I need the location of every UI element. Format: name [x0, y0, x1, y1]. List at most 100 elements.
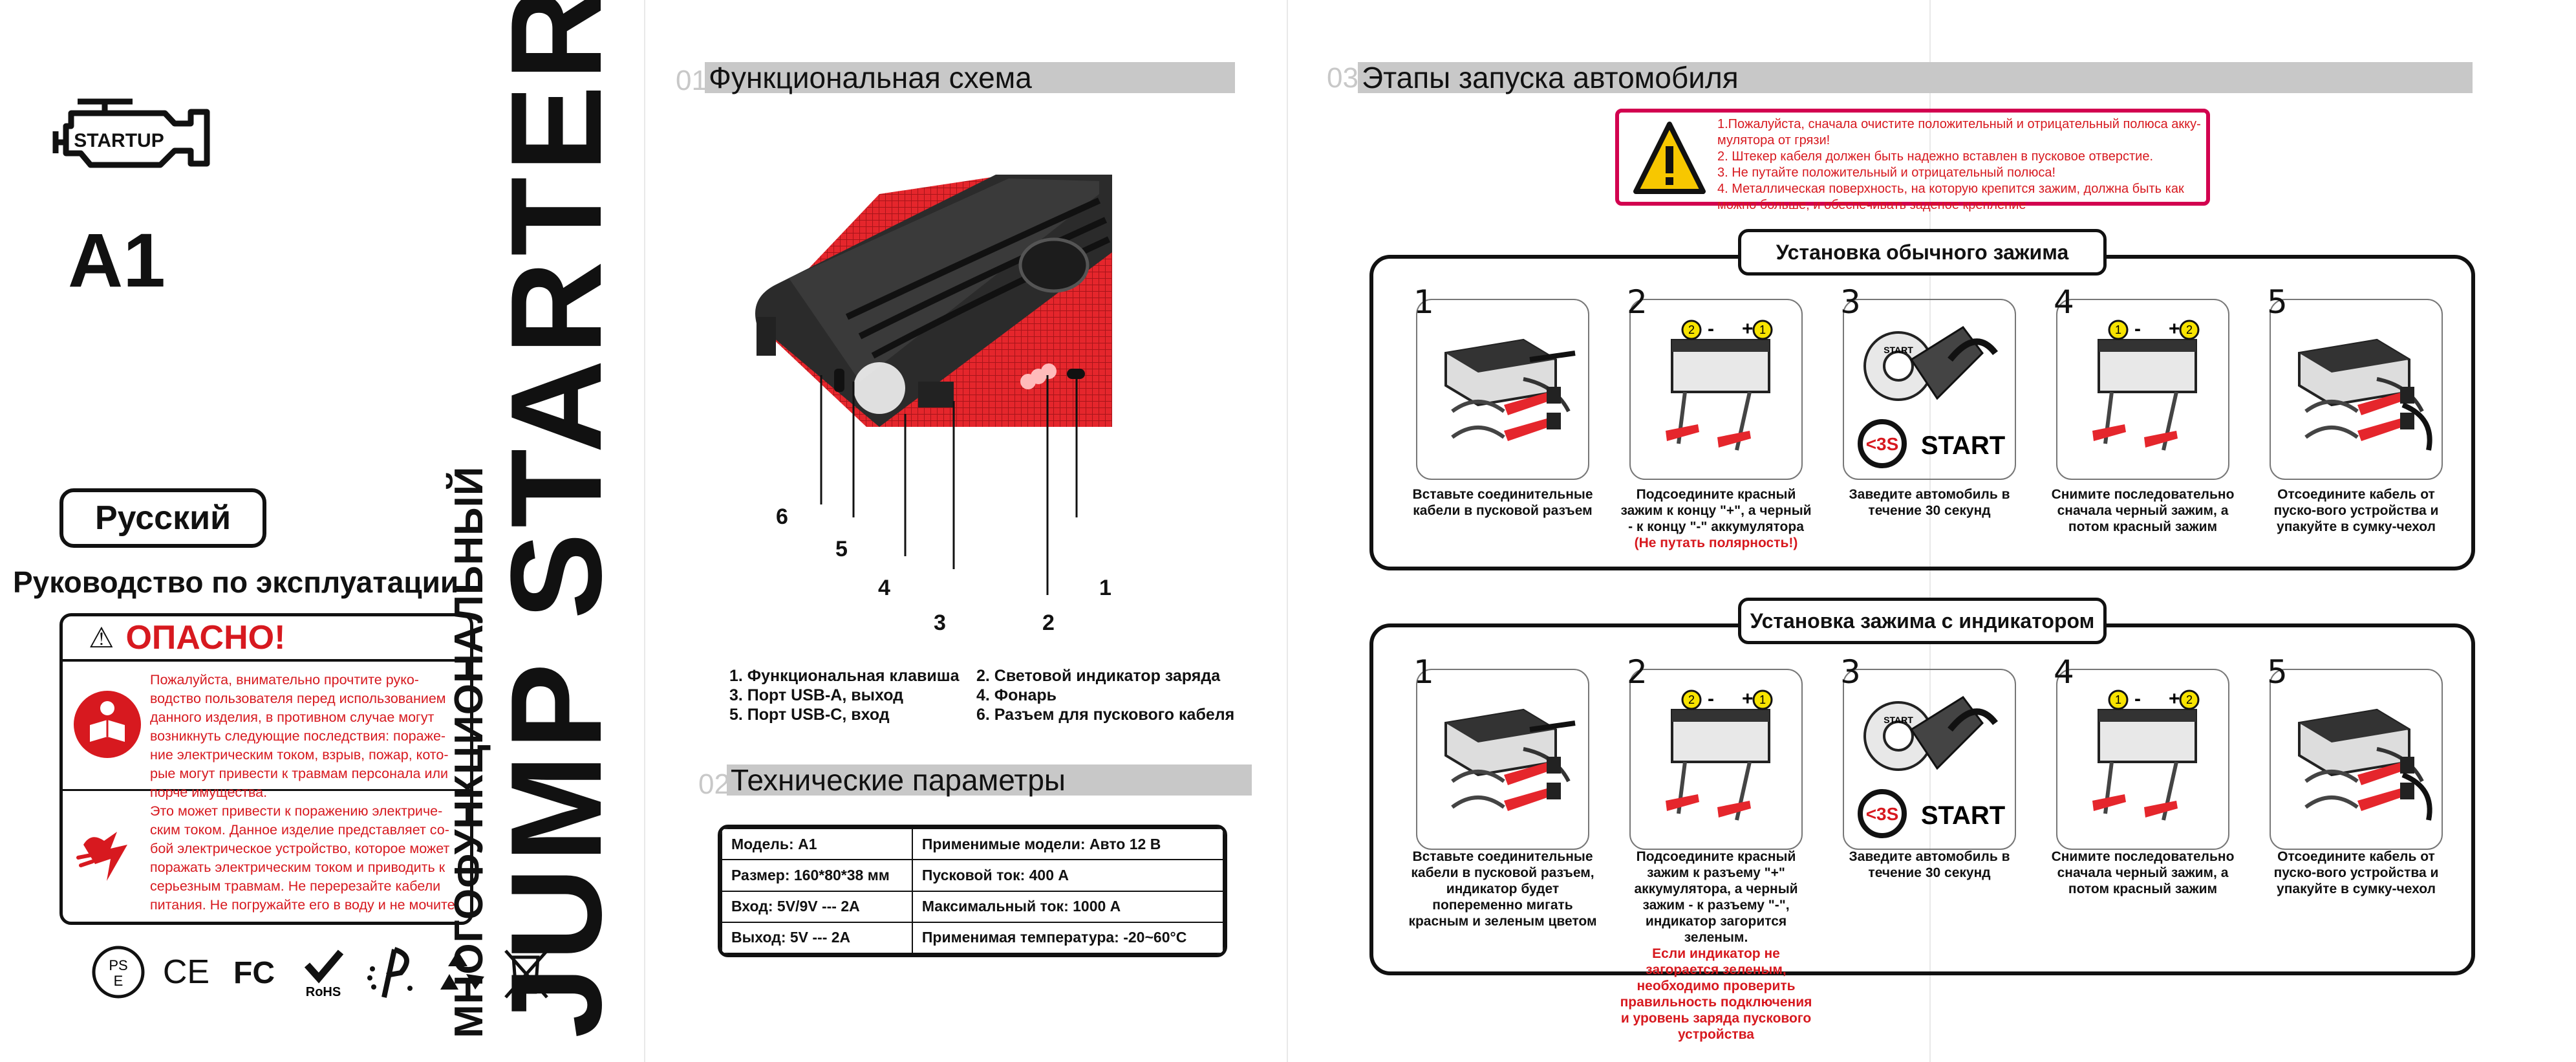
step-caption: Подсоедините красный зажим к разъему "+"… [1619, 849, 1813, 1043]
step-caption-text: Вставьте соединительные кабели в пусково… [1412, 487, 1593, 518]
danger-row-shock: Это может привести к поражению электриче… [63, 793, 470, 922]
step-caption-text: Вставьте соединительные кабели в пусково… [1408, 849, 1597, 929]
cable-unplug-icon [2298, 708, 2432, 821]
step-caption: Заведите автомобиль в течение 30 секунд [1832, 849, 2026, 881]
legend-item: 6. Разъем для пускового кабеля [976, 706, 1235, 724]
recycle-icon [440, 951, 484, 990]
legend-item: 5. Порт USB-C, вход [729, 706, 890, 724]
section2-title: Технические параметры [731, 763, 1066, 797]
step-number: 4 [2054, 283, 2074, 321]
ukca-star-icon [367, 947, 413, 998]
legend-item: 4. Фонарь [976, 686, 1057, 704]
svg-text:START: START [1921, 431, 2005, 460]
fcc-cert-icon: FC [233, 956, 275, 990]
svg-text:1: 1 [1759, 323, 1766, 336]
spec-cell: Размер: 160*80*38 мм [721, 859, 913, 892]
svg-text:CE: CE [163, 953, 209, 991]
legend-left: 1. Функциональная клавиша 3. Порт USB-A,… [729, 666, 960, 724]
danger-header: ⚠ ОПАСНО! [63, 616, 470, 662]
vertical-title: МНОГОФУНКЦИОНАЛЬНЫЙ JUMP STARTER [446, 0, 628, 1038]
engine-icon: STARTUP [52, 98, 210, 168]
section1-title: Функциональная схема [709, 61, 1032, 94]
svg-text:2: 2 [1688, 693, 1695, 706]
svg-text:E: E [114, 973, 123, 989]
danger-title: ОПАСНО! [125, 619, 286, 656]
language-label: Русский [94, 499, 231, 537]
svg-text:1: 1 [2115, 323, 2121, 336]
step-tile: 5 [2267, 653, 2443, 850]
group2-title: Установка зажима с индикатором [1750, 609, 2095, 633]
manual-title: Руководство по эксплуатации [13, 565, 459, 599]
section2-header: Технические параметры [727, 763, 1252, 797]
ignition-key-icon: START <3S START [1858, 325, 2005, 468]
section3-header: Этапы запуска автомобиля [1358, 61, 2473, 94]
step-number: 4 [2054, 653, 2074, 691]
svg-text:PS: PS [109, 957, 127, 973]
section1-number: 01 [676, 65, 707, 96]
svg-text:START: START [1884, 345, 1913, 355]
jump-starter-illustration [755, 175, 1112, 595]
spec-cell: Модель: A1 [721, 828, 913, 861]
svg-text:+: + [1742, 318, 1754, 340]
svg-text:+: + [1742, 688, 1754, 710]
step-caption-text: Подсоедините красный зажим к концу "+", … [1620, 487, 1812, 534]
section3-number: 03 [1327, 62, 1358, 94]
svg-text:START: START [1921, 801, 2005, 830]
warning-triangle-icon: ⚠ [89, 622, 114, 654]
step-number: 5 [2267, 653, 2288, 691]
svg-text:FC: FC [233, 956, 275, 990]
callout-4: 4 [878, 576, 890, 600]
warning-item: 3. Не путайте положительный и отрицатель… [1717, 166, 2056, 180]
language-badge: Русский [59, 488, 266, 548]
danger-text-shock: Это может привести к поражению электриче… [150, 803, 455, 913]
svg-text:2: 2 [1688, 323, 1695, 336]
spec-cell: Выход: 5V --- 2A [721, 921, 913, 954]
step-caption-note: (Не путать полярность!) [1634, 536, 1798, 550]
callout-6: 6 [776, 504, 788, 529]
cable-unplug-icon [2298, 338, 2432, 451]
svg-text:<3S: <3S [1866, 434, 1899, 454]
svg-text:-: - [1708, 688, 1714, 710]
svg-text:2: 2 [2186, 693, 2193, 706]
step-caption: Снимите последовательно сначала черный з… [2046, 486, 2240, 535]
spec-cell: Применимая температура: -20~60°C [911, 921, 1224, 954]
step-number: 3 [1840, 653, 1861, 691]
spec-cell: Применимые модели: Авто 12 В [911, 828, 1224, 861]
callout-5: 5 [835, 537, 848, 561]
legend-item: 3. Порт USB-A, выход [729, 686, 904, 704]
step-caption: Подсоедините красный зажим к концу "+", … [1619, 486, 1813, 551]
fold-line [1287, 0, 1288, 1062]
step-tile: 5 [2267, 283, 2443, 480]
spec-cell: Вход: 5V/9V --- 2A [721, 890, 913, 923]
warning-item: 4. Металлическая поверхность, на которую… [1717, 182, 2184, 212]
step-number: 1 [1413, 283, 1434, 321]
legend-right: 2. Световой индикатор заряда 4. Фонарь 6… [976, 666, 1234, 724]
step-caption: Отсоедините кабель от пуско-вого устройс… [2259, 486, 2453, 535]
callout-3: 3 [934, 611, 946, 635]
step-caption-text: Подсоедините красный зажим к разъему "+"… [1634, 849, 1798, 945]
spec-cell: Пусковой ток: 400 А [911, 859, 1224, 892]
step-caption: Снимите последовательно сначала черный з… [2046, 849, 2240, 897]
svg-text:-: - [2134, 318, 2141, 340]
svg-text:+: + [2169, 688, 2180, 710]
pse-cert-icon: PS E [92, 946, 145, 999]
step-number: 2 [1627, 283, 1648, 321]
danger-box: ⚠ ОПАСНО! Пожалуйста, внимательно прочти… [59, 613, 473, 925]
spec-cell: Максимальный ток: 1000 А [911, 890, 1224, 923]
svg-text:START: START [1884, 715, 1913, 725]
fold-line [644, 0, 645, 1062]
cover-panel: STARTUP A1 Русский Руководство по эксплу… [0, 0, 644, 1062]
step-number: 1 [1413, 653, 1434, 691]
callout-1: 1 [1099, 576, 1111, 600]
logo-label: STARTUP [74, 130, 164, 151]
rohs-label: RoHS [306, 985, 341, 999]
step-number: 5 [2267, 283, 2288, 321]
